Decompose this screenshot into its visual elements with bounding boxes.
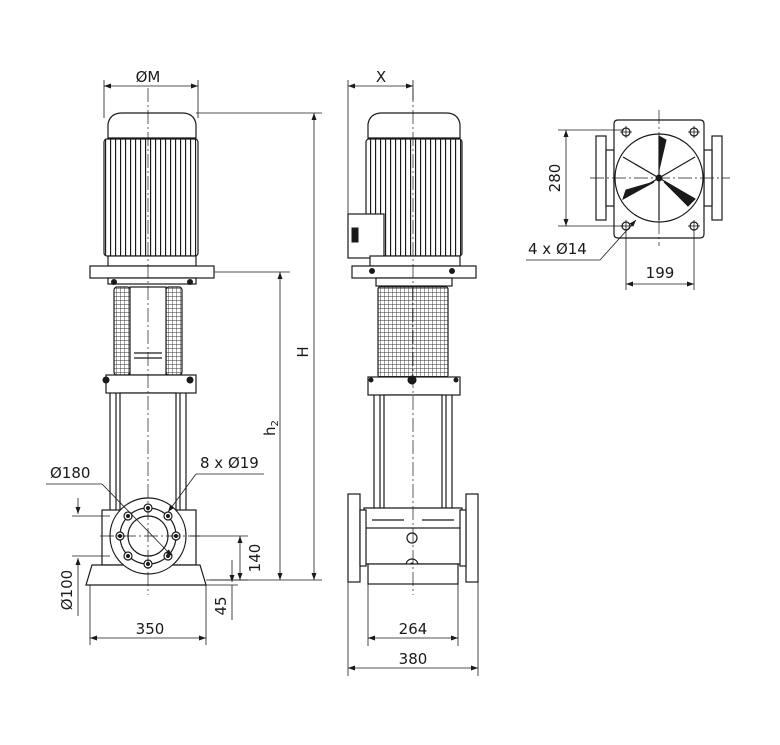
flange-left-side	[347, 493, 361, 583]
top-dimensions: 280 4 x Ø14 199	[526, 129, 695, 290]
label-dim-280: 280	[546, 164, 564, 193]
label-offset-x: X	[376, 68, 386, 86]
motor-cap-side	[367, 112, 461, 139]
base-mounting-holes	[620, 126, 700, 232]
label-flange-diameter: Ø180	[50, 464, 90, 482]
side-view	[347, 88, 479, 595]
label-dim-140: 140	[246, 544, 264, 573]
label-flange-bolts: 8 x Ø19	[200, 454, 259, 472]
top-view	[590, 110, 730, 246]
motor-body-front	[103, 138, 199, 257]
label-height-h2-sub: 2	[270, 420, 281, 426]
label-dim-199: 199	[646, 264, 675, 282]
side-dimensions: X 264 380	[347, 68, 479, 676]
label-motor-diameter: ØM	[136, 68, 161, 86]
label-nominal-diameter: Ø100	[58, 570, 76, 610]
label-dim-264: 264	[399, 620, 428, 638]
label-height-h2: h	[261, 426, 279, 436]
label-dim-380: 380	[399, 650, 428, 668]
coupling-guard-right	[165, 286, 183, 376]
svg-text:h2: h2	[261, 420, 281, 436]
label-height-total: H	[294, 346, 312, 357]
pump-head-front	[105, 374, 197, 394]
flange-bolt-holes	[115, 503, 181, 569]
front-dimensions: ØM H h2 140 45 Ø180 8 x Ø19	[46, 68, 322, 645]
flange-right-side	[465, 493, 479, 583]
label-dim-45: 45	[212, 596, 230, 615]
coupling-guard-left	[113, 286, 131, 376]
fan-blades	[622, 135, 696, 220]
motor-flange-front	[89, 265, 215, 279]
label-dim-350: 350	[136, 620, 165, 638]
motor-cap-front	[107, 112, 197, 139]
label-base-holes: 4 x Ø14	[528, 240, 587, 258]
front-view	[85, 88, 215, 595]
